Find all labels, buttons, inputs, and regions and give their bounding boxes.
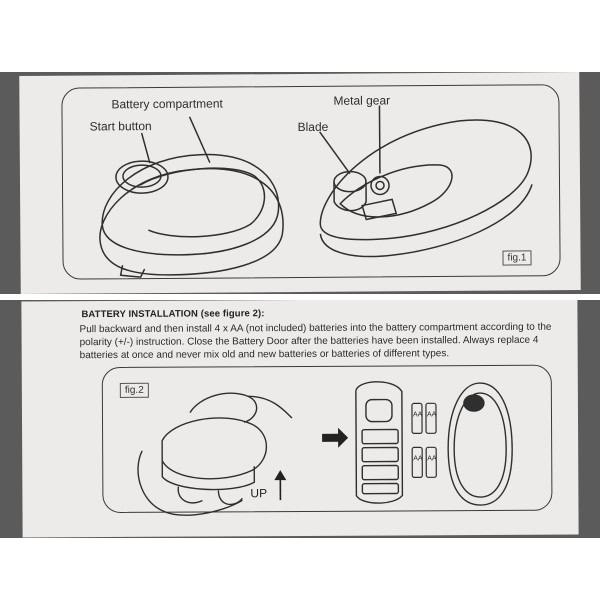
callout-metal-gear: Metal gear [333,93,391,108]
callout-start-button: Start button [89,119,152,134]
aa-batteries-illustration [411,402,437,479]
figure-2-photo: BATTERY INSTALLATION (see figure 2): Pul… [0,300,600,538]
hands-opening-battery-door-illustration [137,392,349,516]
battery-compartment-open-illustration [355,381,404,504]
figure-1-photo: Battery compartment Start button Metal g… [0,72,600,294]
figure-2-paper: BATTERY INSTALLATION (see figure 2): Pul… [21,300,579,538]
figure-1-paper: Battery compartment Start button Metal g… [19,72,581,294]
callout-battery-compartment: Battery compartment [111,96,223,112]
can-opener-blade-illustration [319,105,533,258]
callout-blade: Blade [297,119,329,135]
figure-1-tag: fig.1 [502,250,532,266]
can-opener-closed-illustration [447,382,513,506]
can-opener-top-illustration [99,116,284,278]
